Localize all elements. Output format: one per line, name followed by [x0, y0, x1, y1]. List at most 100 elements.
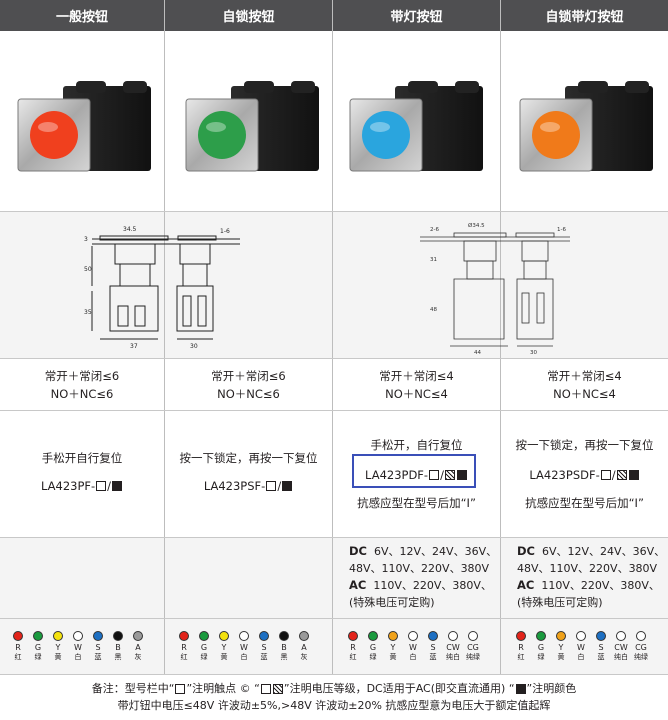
dim-label: 30 [530, 350, 537, 356]
color-name: 绿 [34, 653, 42, 661]
color-name: 绿 [200, 653, 208, 661]
color-swatch-icon [596, 631, 606, 641]
button-photo-2 [185, 81, 319, 172]
color-swatch-icon [368, 631, 378, 641]
color-code: CG [635, 643, 647, 652]
color-code: B [115, 643, 121, 652]
color-name: 白 [577, 653, 585, 661]
dim-label: 44 [474, 350, 481, 356]
color-swatch-icon [448, 631, 458, 641]
color-swatch-icon [53, 631, 63, 641]
color-name: 红 [349, 653, 357, 661]
color-name: 红 [14, 653, 22, 661]
color-swatch-icon [516, 631, 526, 641]
color-swatch-icon [468, 631, 478, 641]
color-code: R [518, 643, 524, 652]
function-desc: 手松开，自行复位 [370, 438, 463, 452]
dim-label: 37 [130, 343, 138, 350]
color-name: 蓝 [94, 653, 102, 661]
color-swatch-icon [348, 631, 358, 641]
color-name: 黄 [54, 653, 62, 661]
contact-line-en: NO＋NC≤4 [553, 386, 616, 401]
voltage-col-4: DC 6V、12V、24V、36V、 48V、110V、220V、380V AC… [517, 544, 666, 609]
header-col-2: 自锁按钮 [165, 0, 332, 31]
dim-label: 1-6 [220, 228, 230, 235]
dim-label: 2-6 [430, 227, 439, 233]
color-swatch-icon [199, 631, 209, 641]
color-name: 蓝 [597, 653, 605, 661]
color-name: 纯绿 [466, 653, 480, 661]
color-swatch-icon [299, 631, 309, 641]
voltage-col-3: DC 6V、12V、24V、36V、 48V、110V、220V、380V AC… [349, 544, 498, 609]
color-code: R [15, 643, 21, 652]
contact-line-cn: 常开＋常闭≤4 [379, 368, 454, 383]
color-name: 黑 [280, 653, 288, 661]
color-swatch-icon [179, 631, 189, 641]
highlight-box [352, 454, 476, 488]
color-code: S [430, 643, 436, 652]
footer-notes: 备注：型号栏中“”注明触点 © “”注明电压等级，DC适用于AC(即交直流通用)… [0, 680, 668, 714]
function-col-3: 手松开，自行复位 LA423PDF-/ 抗感应型在型号后加“I” [333, 411, 500, 537]
dim-label: 1-6 [557, 227, 566, 233]
footer-line-1: 备注：型号栏中“”注明触点 © “”注明电压等级，DC适用于AC(即交直流通用)… [91, 682, 577, 695]
color-swatch-icon [388, 631, 398, 641]
dim-label: 48 [430, 307, 437, 313]
color-name: 灰 [134, 653, 142, 661]
color-code: B [281, 643, 287, 652]
function-note: 抗感应型在型号后加“I” [525, 496, 644, 510]
color-code: G [369, 643, 377, 652]
color-code: Y [55, 643, 61, 652]
color-swatch-icon [113, 631, 123, 641]
dimension-drawing-std: 34.5 1-6 3 50 35 37 30 [84, 226, 240, 350]
color-swatch-icon [219, 631, 229, 641]
color-name: 灰 [300, 653, 308, 661]
color-swatch-icon [576, 631, 586, 641]
color-name: 蓝 [429, 653, 437, 661]
contact-line-cn: 常开＋常闭≤6 [211, 368, 286, 383]
dim-label: 30 [190, 343, 198, 350]
dim-label: 3 [84, 236, 88, 243]
color-code: W [577, 643, 585, 652]
color-code: S [598, 643, 604, 652]
dim-label: 31 [430, 257, 437, 263]
function-note: 抗感应型在型号后加“I” [357, 496, 476, 510]
color-name: 黄 [557, 653, 565, 661]
color-name: 黑 [114, 653, 122, 661]
dim-label: 35 [84, 309, 92, 316]
color-name: 纯绿 [634, 653, 648, 661]
color-name: 纯白 [614, 653, 628, 661]
header-col-1: 一般按钮 [0, 0, 164, 31]
footer-line-2: 带灯钮中电压≤48V 许波动±5%,>48V 许波动±20% 抗感应型意为电压大… [117, 699, 551, 712]
color-code: A [301, 643, 307, 652]
color-code: Y [221, 643, 227, 652]
button-photo-3 [349, 81, 483, 172]
contact-line-en: NO＋NC≤6 [50, 386, 114, 401]
color-name: 蓝 [260, 653, 268, 661]
button-photo-1 [17, 81, 151, 172]
color-swatch-icon [259, 631, 269, 641]
model-number: LA423PF-/ [41, 477, 123, 495]
color-code: CW [614, 643, 628, 652]
